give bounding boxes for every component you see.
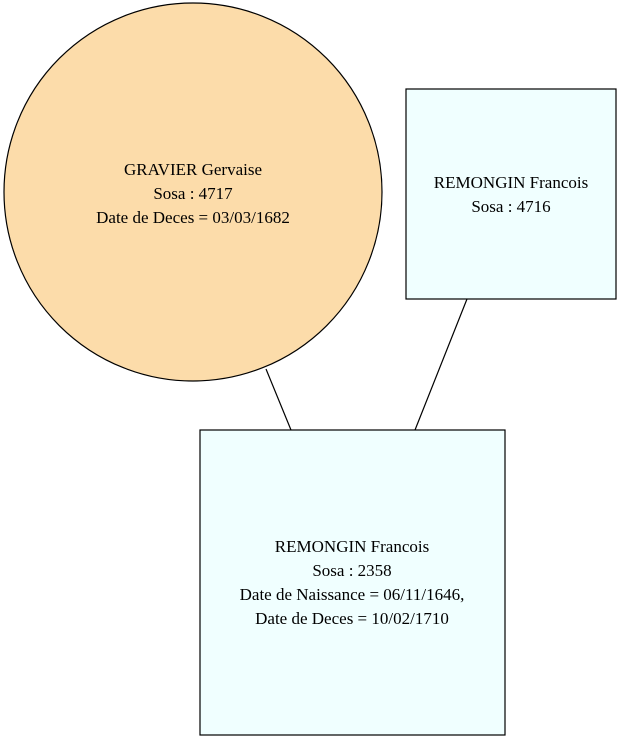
node-remongin-francois-2358[interactable]: REMONGIN Francois Sosa : 2358 Date de Na… bbox=[199, 429, 506, 736]
node-father-shape bbox=[405, 88, 617, 300]
edge-father-child bbox=[414, 298, 468, 431]
node-mother-line-2: Sosa : 4717 bbox=[153, 184, 233, 203]
node-mother-line-3: Date de Deces = 03/03/1682 bbox=[96, 208, 290, 227]
node-father-line-2: Sosa : 4716 bbox=[471, 197, 550, 216]
edge-mother-child bbox=[265, 368, 292, 431]
node-child-shape bbox=[199, 429, 506, 736]
node-child-line-1: REMONGIN Francois bbox=[275, 537, 429, 556]
node-mother-shape bbox=[3, 2, 383, 382]
node-remongin-francois-4716[interactable]: REMONGIN Francois Sosa : 4716 bbox=[405, 88, 617, 300]
node-mother-line-1: GRAVIER Gervaise bbox=[124, 160, 262, 179]
node-child-line-4: Date de Deces = 10/02/1710 bbox=[255, 609, 449, 628]
node-child-line-2: Sosa : 2358 bbox=[312, 561, 391, 580]
node-gravier-gervaise[interactable]: GRAVIER Gervaise Sosa : 4717 Date de Dec… bbox=[3, 2, 383, 382]
node-child-line-3: Date de Naissance = 06/11/1646, bbox=[240, 585, 465, 604]
node-father-line-1: REMONGIN Francois bbox=[434, 173, 588, 192]
